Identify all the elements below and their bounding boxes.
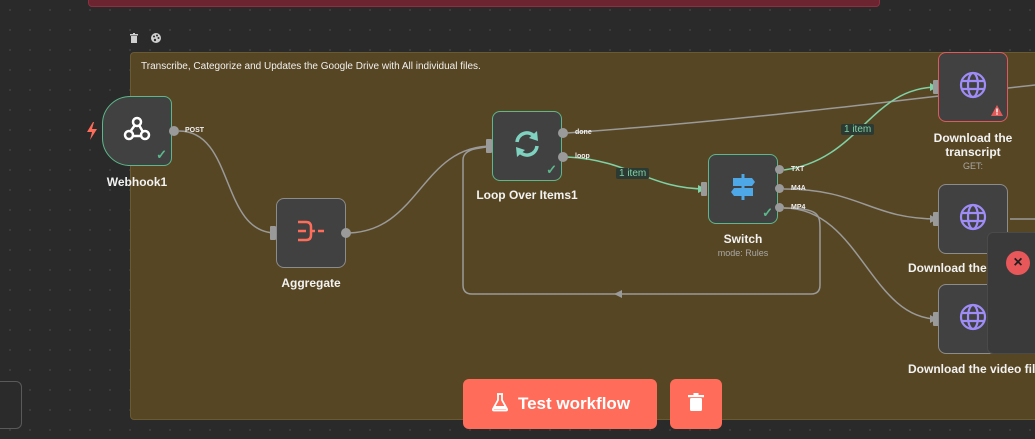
output-port-loop[interactable] [558, 152, 568, 162]
trigger-bolt-icon [86, 122, 98, 145]
zoom-control-button[interactable] [0, 381, 22, 429]
node-label-loop: Loop Over Items1 [476, 188, 578, 202]
port-label-done: done [575, 129, 592, 136]
node-label-download-audio: Download the [908, 261, 987, 275]
input-handle-switch[interactable] [701, 182, 707, 196]
input-handle-loop[interactable] [486, 139, 492, 153]
node-label-aggregate: Aggregate [281, 276, 341, 290]
globe-icon [958, 70, 988, 105]
node-subtitle-download-transcript: GET: [962, 161, 983, 171]
warning-icon [991, 104, 1003, 119]
node-label-webhook: Webhook1 [106, 175, 168, 189]
output-port-mp4[interactable] [775, 203, 784, 212]
port-label-m4a: M4A [791, 185, 806, 192]
node-switch[interactable]: ✓ [708, 154, 778, 224]
edge-webhook-aggregate [178, 130, 277, 234]
signpost-icon [728, 172, 758, 207]
clear-execution-button[interactable] [670, 379, 722, 429]
input-handle-download-audio[interactable] [933, 212, 939, 226]
close-icon[interactable]: × [1006, 251, 1030, 275]
test-workflow-button[interactable]: Test workflow [463, 379, 657, 429]
loop-icon [511, 128, 543, 165]
flask-icon [490, 392, 510, 417]
node-label-download-video: Download the video file [908, 362, 1035, 376]
webhook-icon [122, 114, 152, 149]
node-webhook[interactable]: ✓ [102, 96, 172, 166]
success-check-icon: ✓ [546, 162, 557, 177]
sticky-note-text: Transcribe, Categorize and Updates the G… [141, 61, 481, 72]
port-label-loop: loop [575, 153, 590, 160]
edge-aggregate-loop [345, 145, 493, 234]
test-workflow-label: Test workflow [517, 394, 631, 413]
node-download-transcript[interactable] [938, 52, 1008, 122]
item-count-badge: 1 item [841, 124, 875, 135]
trash-icon[interactable] [128, 32, 140, 44]
aggregate-icon [296, 218, 326, 249]
port-label-post: POST [185, 127, 205, 134]
success-check-icon: ✓ [156, 147, 167, 162]
port-label-txt: TXT [791, 166, 805, 173]
edge-loop-back [462, 145, 821, 295]
trash-icon [687, 392, 705, 417]
output-port-aggregate[interactable] [341, 228, 351, 238]
node-aggregate[interactable] [276, 198, 346, 268]
output-port-post[interactable] [169, 126, 179, 136]
output-port-txt[interactable] [775, 165, 784, 174]
edge-switch-mp4 [783, 207, 939, 320]
side-panel [987, 232, 1035, 354]
output-port-m4a[interactable] [775, 184, 784, 193]
globe-icon [958, 202, 988, 237]
node-label-download-transcript: Download the transcript [933, 131, 1013, 159]
node-loop-over-items[interactable]: ✓ [492, 111, 562, 181]
error-banner [88, 0, 880, 7]
output-port-done[interactable] [558, 128, 568, 138]
input-handle-download-transcript[interactable] [933, 80, 939, 94]
node-subtitle-switch: mode: Rules [717, 248, 769, 258]
success-check-icon: ✓ [762, 205, 773, 220]
globe-icon [958, 302, 988, 337]
palette-icon[interactable] [150, 32, 162, 44]
edge-switch-m4a [783, 188, 939, 220]
port-label-mp4: MP4 [791, 204, 806, 211]
input-handle-download-video[interactable] [933, 312, 939, 326]
node-label-switch: Switch [723, 232, 763, 246]
sticky-note-toolbar [128, 32, 162, 44]
input-handle-aggregate[interactable] [270, 226, 276, 240]
item-count-badge: 1 item [616, 168, 650, 179]
